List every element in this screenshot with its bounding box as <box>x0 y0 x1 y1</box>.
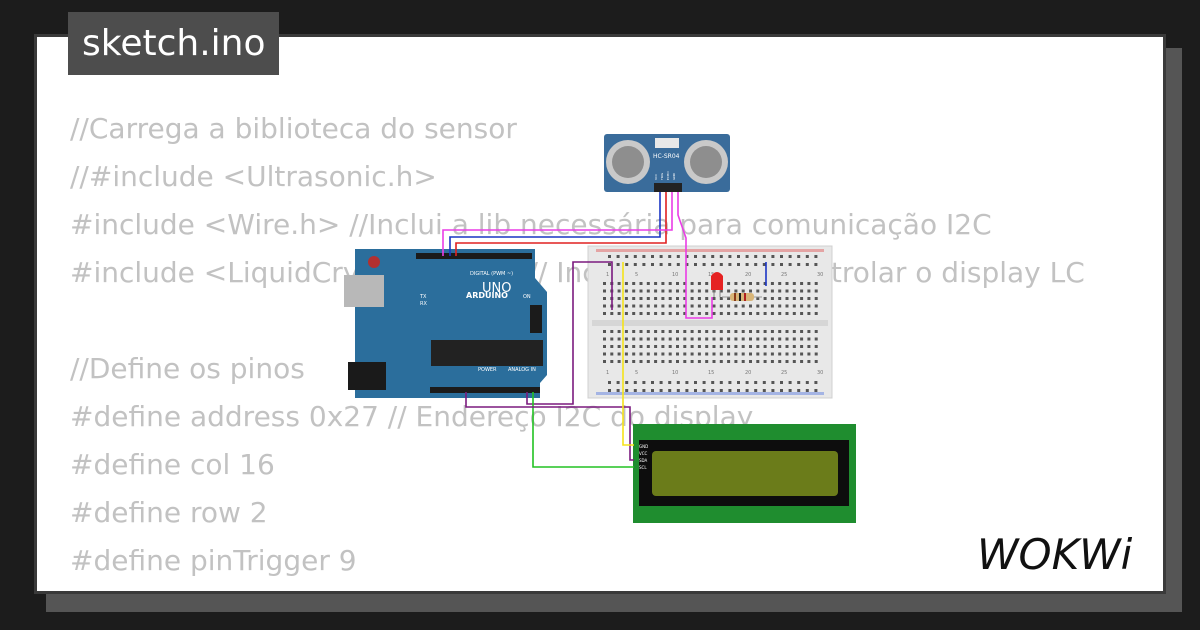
lcd-display[interactable]: GND VCC SDA SCL <box>633 424 856 523</box>
breadboard-column-number: 15 <box>708 370 714 376</box>
arduino-power-label: POWER <box>478 367 497 373</box>
code-line: #define col 16 <box>70 448 275 481</box>
wokwi-logo-text: WOKWi <box>977 530 1133 579</box>
arduino-digital-label: DIGITAL (PWM ~) <box>470 271 513 277</box>
lcd-pin-scl-label: SCL <box>639 465 647 470</box>
ultrasonic-sensor[interactable]: HC-SR04 VCC TRIG ECHO GND <box>604 134 730 192</box>
breadboard-column-number: 5 <box>635 370 638 376</box>
code-line: #include <Wire.h> //Inclui a lib necessá… <box>70 208 992 241</box>
wires <box>442 192 767 468</box>
code-line: #define row 2 <box>70 496 268 529</box>
power-jack <box>348 362 386 390</box>
breadboard-column-number: 15 <box>708 272 714 278</box>
code-line: //Carrega a biblioteca do sensor <box>70 112 517 145</box>
wire-purple-analog <box>526 261 613 405</box>
sensor-label: HC-SR04 <box>653 153 680 160</box>
sensor-pin-echo-label: ECHO <box>666 171 670 180</box>
breadboard-column-number: 20 <box>745 272 751 278</box>
lcd-screen <box>652 451 838 496</box>
sensor-crystal <box>655 138 679 148</box>
breadboard-column-number: 30 <box>817 272 823 278</box>
breadboard-column-number: 1 <box>606 272 609 278</box>
breadboard-holes <box>603 255 818 392</box>
arduino-brand: ARDUINO <box>466 291 508 300</box>
resistor[interactable] <box>722 293 762 301</box>
lcd-pin-gnd-label: GND <box>639 444 648 449</box>
arduino-on-label: ON <box>523 294 531 300</box>
sensor-pin-trig-label: TRIG <box>660 172 664 181</box>
breadboard-column-number: 10 <box>672 272 678 278</box>
code-line: #define pinTrigger 9 <box>70 544 357 577</box>
breadboard-column-number: 25 <box>781 272 787 278</box>
sensor-pin-header <box>654 183 682 192</box>
wokwi-logo[interactable]: WOKWi <box>975 525 1150 580</box>
code-line: #define address 0x27 // Endereço I2C do … <box>70 400 754 433</box>
sensor-pin-gnd-label: GND <box>672 172 676 180</box>
arduino-tx-label: TX <box>419 294 427 300</box>
digital-header <box>416 253 532 259</box>
file-name-tab[interactable]: sketch.ino <box>68 12 280 75</box>
breadboard-column-number: 20 <box>745 370 751 376</box>
arduino-analog-label: ANALOG IN <box>508 367 536 373</box>
arduino-model: UNO <box>482 281 511 296</box>
breadboard-column-number: 1 <box>606 370 609 376</box>
sensor-pin-vcc-label: VCC <box>654 174 658 180</box>
code-line: //#include <Ultrasonic.h> <box>70 160 437 193</box>
breadboard-column-number: 10 <box>672 370 678 376</box>
arduino-rx-label: RX <box>420 301 427 307</box>
breadboard-column-number: 30 <box>817 370 823 376</box>
wire-sda-purple <box>465 392 634 461</box>
sensor-receiver-mesh <box>690 146 722 178</box>
analog-power-header <box>430 387 540 393</box>
lcd-pin-vcc-label: VCC <box>639 451 648 456</box>
red-led[interactable] <box>711 272 723 297</box>
breadboard-column-number: 25 <box>781 370 787 376</box>
atmega-chip <box>431 340 543 366</box>
wire-scl-green <box>532 392 634 468</box>
reset-button[interactable] <box>368 256 380 268</box>
wire-gnd-blue <box>449 192 661 256</box>
code-preview: //Carrega a biblioteca do sensor //#inclu… <box>70 105 1085 591</box>
wire-vcc-red <box>455 192 667 256</box>
wire-echo-magenta <box>677 192 713 319</box>
breadboard-column-number: 5 <box>635 272 638 278</box>
usb-port <box>344 275 384 307</box>
wire-trig-magenta <box>442 192 673 256</box>
wire-vcc-yellow <box>622 262 634 446</box>
lcd-pin-sda-label: SDA <box>639 458 648 463</box>
arduino-uno-board[interactable]: ARDUINO UNO DIGITAL (PWM ~) POWER ANALOG… <box>344 249 547 398</box>
icsp-header <box>530 305 542 333</box>
code-line: //Define os pinos <box>70 352 305 385</box>
sensor-transmitter-mesh <box>612 146 644 178</box>
